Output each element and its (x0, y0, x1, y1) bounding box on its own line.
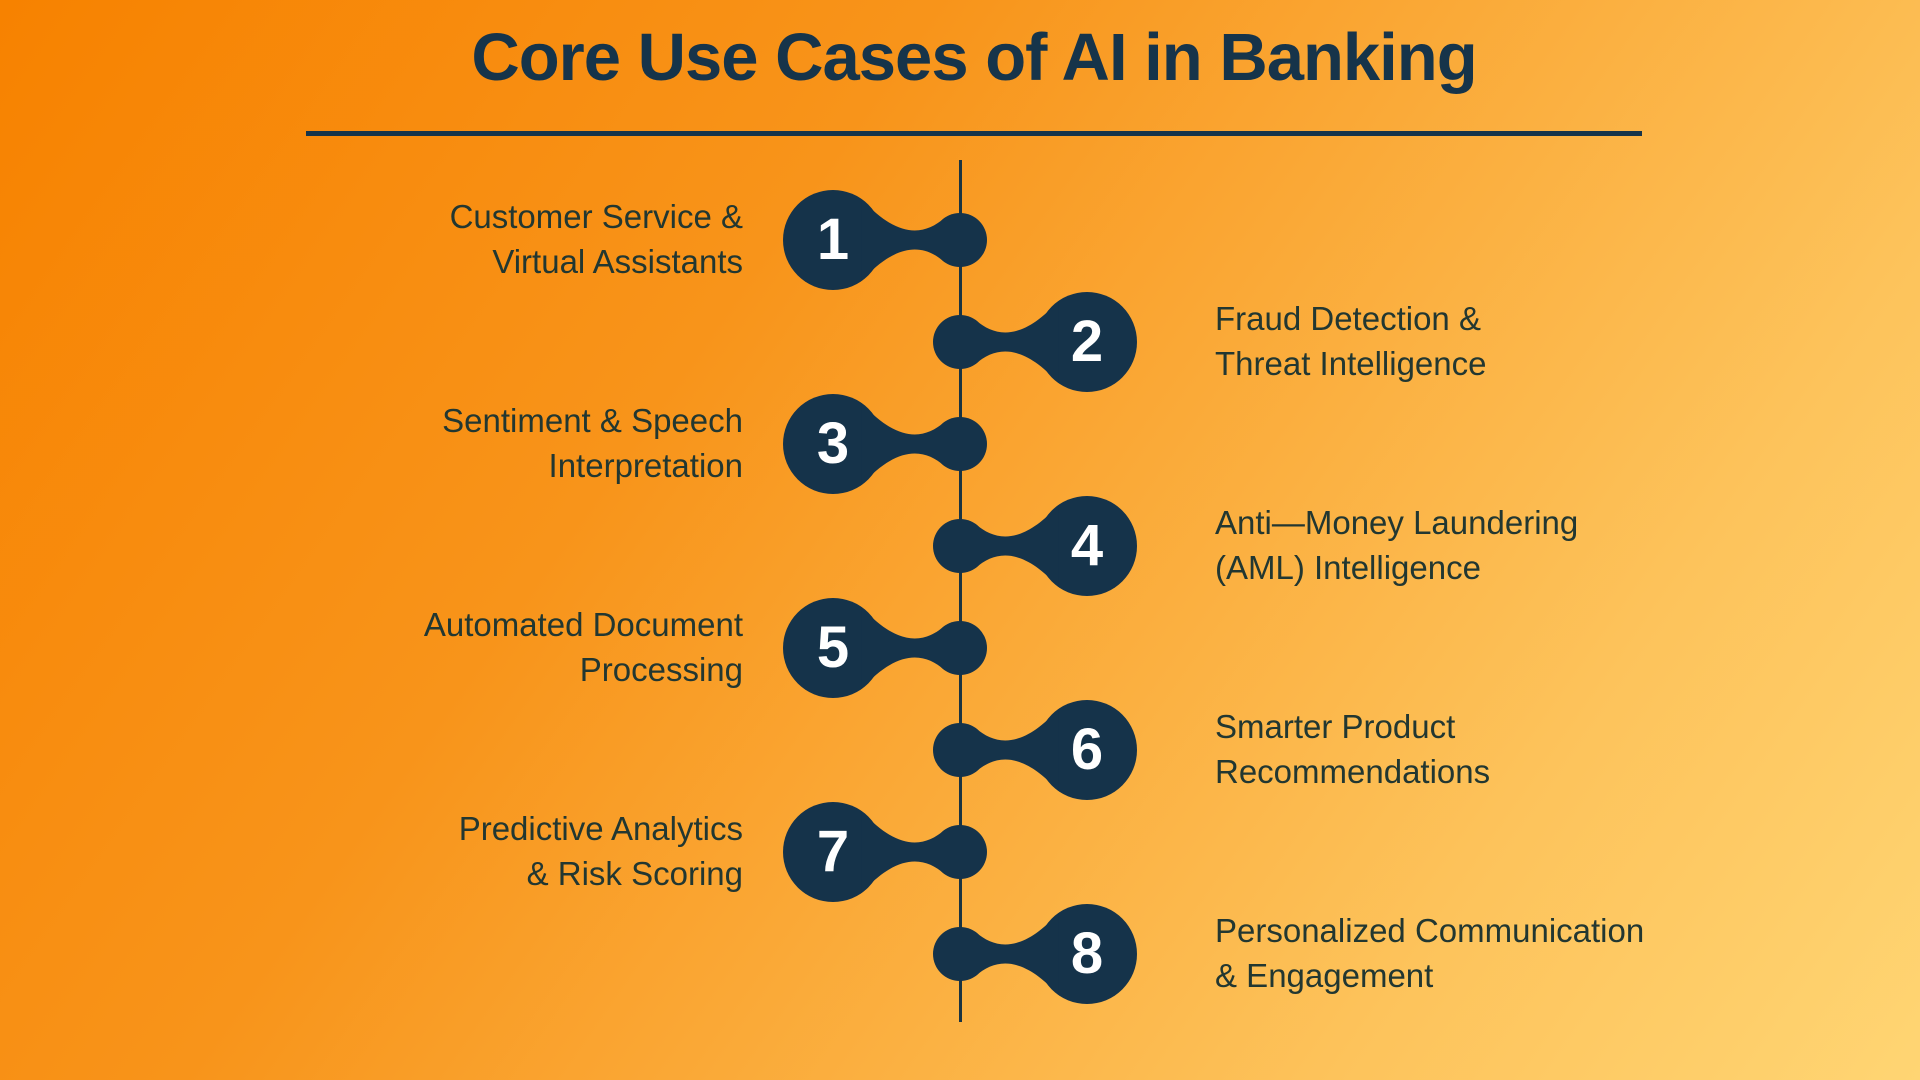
node-blob-icon (933, 496, 1137, 596)
item-2-label: Fraud Detection & Threat Intelligence (1215, 300, 1487, 382)
item-7-number: 7 (816, 819, 850, 884)
item-7-node: 7 (778, 797, 993, 907)
node-blob-icon (783, 394, 987, 494)
item-6-label: Smarter Product Recommendations (1215, 708, 1491, 790)
item-4-number: 4 (1070, 513, 1104, 578)
item-8-number: 8 (1070, 921, 1104, 986)
title-underline (306, 131, 1642, 136)
item-2-number: 2 (1070, 309, 1104, 374)
item-5-node: 5 (778, 593, 993, 703)
item-6-number: 6 (1070, 717, 1104, 782)
item-4-label: Anti—Money Laundering (AML) Intelligence (1215, 504, 1579, 586)
page-title: Core Use Cases of AI in Banking (471, 20, 1477, 95)
node-blob-icon (933, 904, 1137, 1004)
item-7-label: Predictive Analytics & Risk Scoring (458, 810, 743, 892)
item-8-node: 8 (927, 899, 1142, 1009)
item-5-number: 5 (816, 615, 850, 680)
node-blob-icon (783, 190, 987, 290)
node-blob-icon (933, 700, 1137, 800)
item-1-node: 1 (778, 185, 993, 295)
node-blob-icon (783, 802, 987, 902)
item-1-number: 1 (816, 207, 850, 272)
node-blob-icon (783, 598, 987, 698)
item-2-node: 2 (927, 287, 1142, 397)
item-4-node: 4 (927, 491, 1142, 601)
node-blob-icon (933, 292, 1137, 392)
timeline-axis (959, 160, 962, 1022)
item-5-label: Automated Document Processing (423, 606, 743, 688)
item-8-label: Personalized Communication & Engagement (1215, 912, 1645, 994)
item-3-label: Sentiment & Speech Interpretation (442, 402, 743, 484)
item-3-node: 3 (778, 389, 993, 499)
item-3-number: 3 (816, 411, 850, 476)
item-1-label: Customer Service & Virtual Assistants (449, 198, 743, 280)
item-6-node: 6 (927, 695, 1142, 805)
